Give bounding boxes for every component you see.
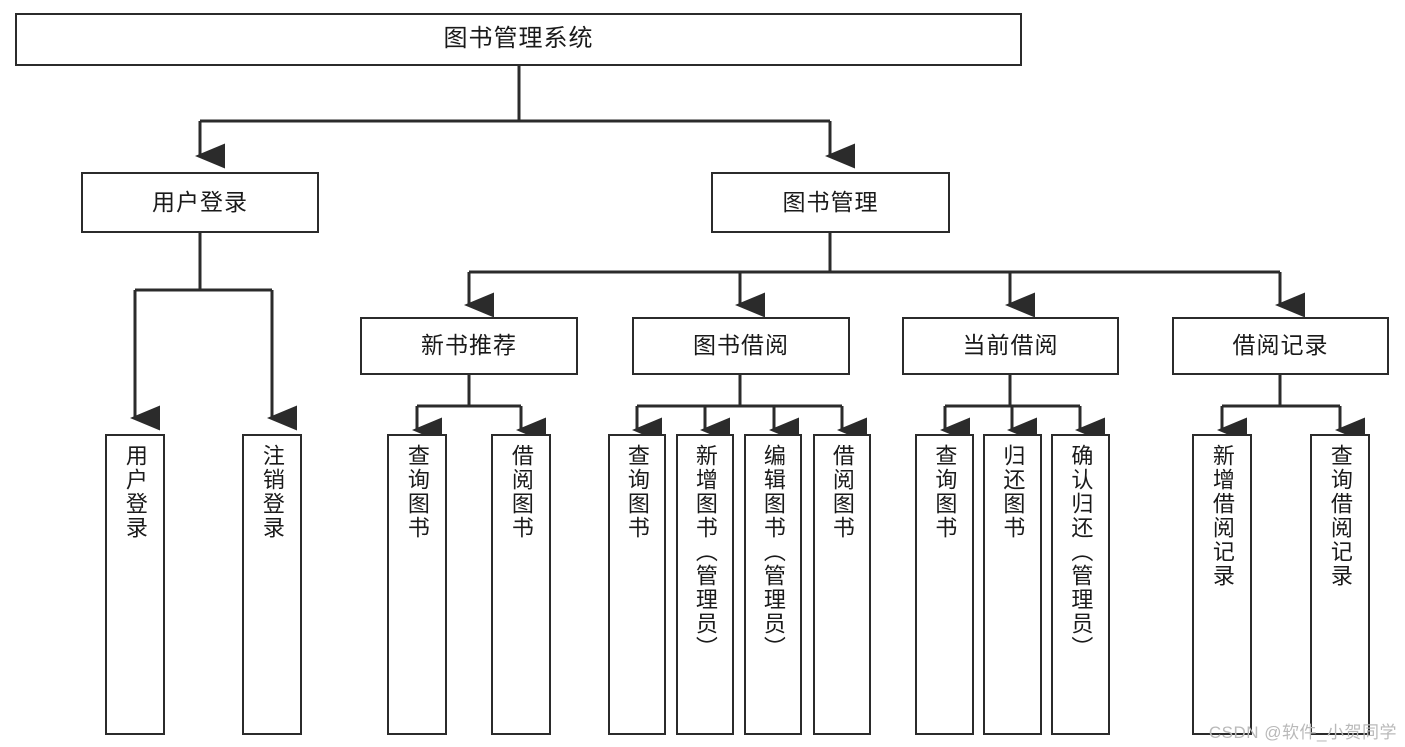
node-label: 图书管理系统 [443,25,594,53]
leaf-label: 编辑图书（管理员） [760,444,786,660]
node-label: 新书推荐 [421,332,517,359]
csdn-watermark: CSDN @软件_小贺同学 [1208,723,1397,742]
leaf-query-borrow-record[interactable]: 查询借阅记录 [1310,434,1370,735]
node-label: 用户登录 [152,188,248,215]
leaf-borrow-book-new[interactable]: 借阅图书 [491,434,551,735]
leaf-edit-book-admin[interactable]: 编辑图书（管理员） [744,434,802,735]
node-label: 图书管理 [782,188,879,215]
leaf-label: 查询图书 [404,444,430,540]
node-current-borrow[interactable]: 当前借阅 [902,317,1119,375]
node-new-book-recommend[interactable]: 新书推荐 [360,317,578,375]
node-label: 借阅记录 [1232,332,1329,359]
leaf-label: 归还图书 [1000,444,1026,540]
leaf-label: 查询借阅记录 [1327,444,1353,588]
leaf-query-book-current[interactable]: 查询图书 [915,434,974,735]
leaf-add-book-admin[interactable]: 新增图书（管理员） [676,434,734,735]
leaf-query-book-borrow[interactable]: 查询图书 [608,434,666,735]
leaf-label: 查询图书 [624,444,650,540]
leaf-add-borrow-record[interactable]: 新增借阅记录 [1192,434,1252,735]
leaf-user-login[interactable]: 用户登录 [105,434,165,735]
leaf-label: 借阅图书 [508,444,534,540]
leaf-label: 借阅图书 [829,444,855,540]
node-book-borrow[interactable]: 图书借阅 [632,317,850,375]
node-label: 图书借阅 [693,332,789,359]
leaf-label: 用户登录 [122,444,148,540]
leaf-label: 新增借阅记录 [1209,444,1235,588]
node-user-login[interactable]: 用户登录 [81,172,319,233]
leaf-borrow-book[interactable]: 借阅图书 [813,434,871,735]
node-label: 当前借阅 [962,332,1059,359]
leaf-confirm-return-admin[interactable]: 确认归还（管理员） [1051,434,1110,735]
node-book-management[interactable]: 图书管理 [711,172,950,233]
leaf-label: 新增图书（管理员） [692,444,718,660]
leaf-logout[interactable]: 注销登录 [242,434,302,735]
leaf-label: 查询图书 [932,444,958,540]
node-borrow-record[interactable]: 借阅记录 [1172,317,1389,375]
node-root-system[interactable]: 图书管理系统 [15,13,1022,66]
leaf-query-book-new[interactable]: 查询图书 [387,434,447,735]
leaf-label: 注销登录 [259,444,285,540]
leaf-label: 确认归还（管理员） [1068,444,1094,660]
leaf-return-book[interactable]: 归还图书 [983,434,1042,735]
